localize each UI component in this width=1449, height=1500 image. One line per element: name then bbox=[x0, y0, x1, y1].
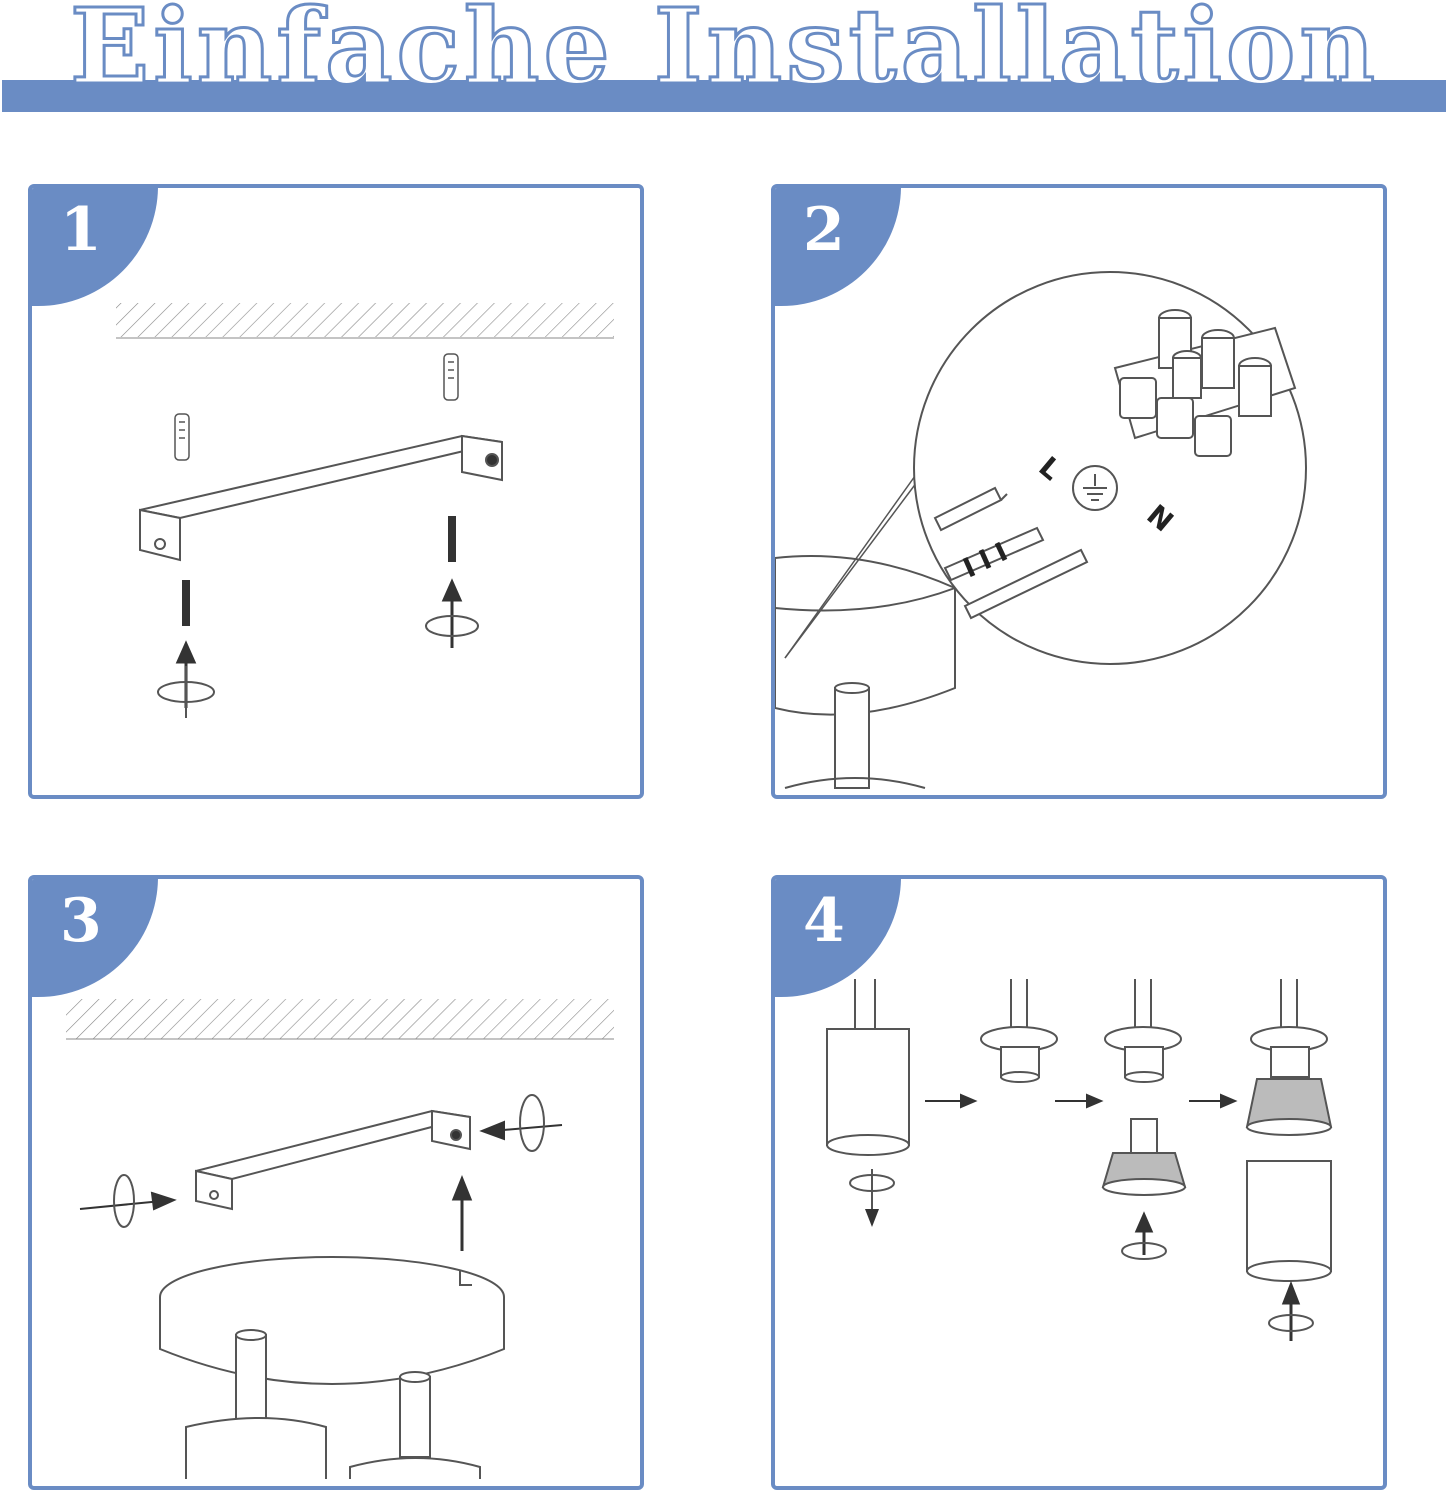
arrow-step-1 bbox=[925, 1093, 978, 1109]
gu10-bulb bbox=[1101, 1118, 1187, 1196]
screw-right bbox=[448, 516, 456, 562]
rotate-icon-shade-install bbox=[1268, 1314, 1314, 1332]
step-1-panel: 1 bbox=[28, 184, 644, 799]
title-bar bbox=[2, 80, 1446, 112]
step-3-panel: 3 bbox=[28, 875, 644, 1490]
step-1-number: 1 bbox=[60, 195, 102, 265]
arrow-up-right bbox=[441, 578, 463, 648]
earth-symbol bbox=[1072, 465, 1118, 511]
step-4-panel: 4 bbox=[771, 875, 1387, 1490]
step-3-illustration bbox=[66, 999, 614, 1479]
lamp-socket-3 bbox=[1245, 979, 1333, 1136]
rotate-icon-left bbox=[157, 666, 215, 718]
arrow-up bbox=[451, 1174, 473, 1251]
step-1-illustration bbox=[116, 303, 614, 718]
arrow-step-2 bbox=[1055, 1093, 1104, 1109]
screw-left bbox=[182, 580, 190, 626]
lamp-stem-left bbox=[185, 1329, 327, 1479]
page-title: Einfache Installation bbox=[69, 0, 1379, 108]
arrow-up-bulb bbox=[1134, 1211, 1154, 1255]
lamp-stem bbox=[834, 682, 870, 789]
rotate-icon-right bbox=[425, 615, 479, 637]
step-3-number: 3 bbox=[60, 886, 102, 956]
ceiling-canopy bbox=[775, 555, 956, 716]
rotate-icon-right bbox=[519, 1094, 545, 1152]
arrow-left bbox=[479, 1120, 563, 1141]
ceiling-hatch bbox=[66, 999, 614, 1039]
arrow-right bbox=[79, 1191, 177, 1211]
rotate-icon-bulb bbox=[1121, 1242, 1167, 1260]
step-2-panel: L N 2 bbox=[771, 184, 1387, 799]
lamp-shade bbox=[826, 979, 910, 1156]
wire-live bbox=[933, 486, 1008, 532]
step-4-number: 4 bbox=[803, 886, 845, 956]
lamp-socket-2 bbox=[1104, 979, 1182, 1083]
step-2-badge: 2 bbox=[775, 188, 901, 306]
arrow-down bbox=[865, 1209, 879, 1227]
mounting-bracket bbox=[139, 434, 503, 562]
step-2-illustration: L N bbox=[775, 271, 1307, 789]
wall-plug-right bbox=[443, 353, 459, 401]
arrow-up-shade bbox=[1281, 1280, 1301, 1341]
mounting-bracket bbox=[195, 1109, 471, 1211]
lamp-stem-right bbox=[349, 1371, 481, 1479]
step-4-illustration bbox=[826, 979, 1333, 1341]
ceiling-hatch bbox=[116, 303, 614, 337]
ceiling-canopy bbox=[159, 1256, 505, 1385]
arrow-step-3 bbox=[1189, 1093, 1238, 1109]
rotate-icon-shade bbox=[849, 1169, 895, 1209]
wire-earth bbox=[943, 526, 1045, 582]
terminal-block bbox=[1113, 309, 1297, 457]
wire-neutral bbox=[963, 548, 1089, 620]
wall-plug-left bbox=[174, 413, 190, 461]
step-2-number: 2 bbox=[803, 195, 845, 265]
lamp-shade-installed bbox=[1246, 1160, 1332, 1282]
rotate-icon-left bbox=[113, 1174, 135, 1228]
lamp-socket-1 bbox=[980, 979, 1058, 1083]
